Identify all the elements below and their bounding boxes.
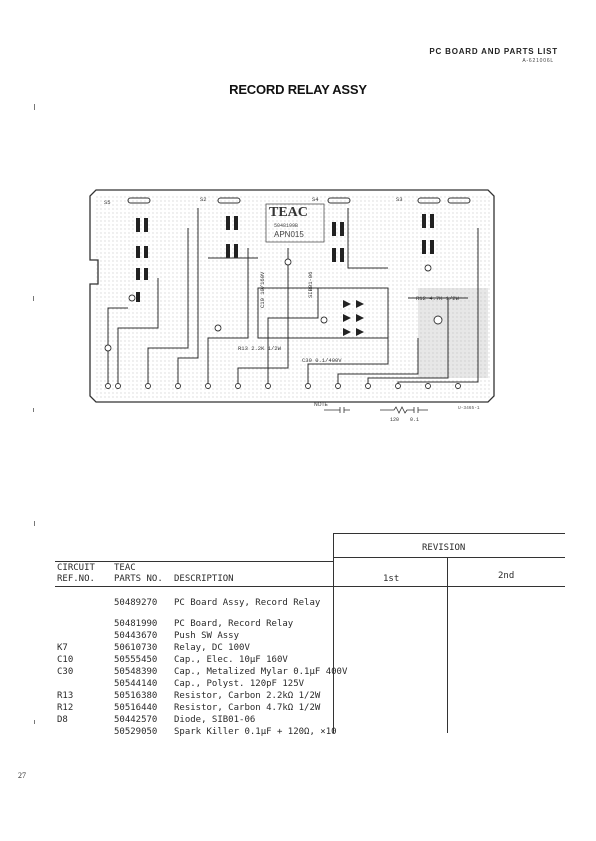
note-value-resistor: 120 [390, 417, 399, 423]
relay-blocks [136, 214, 434, 302]
label-diode: SIB01-06 [307, 272, 314, 298]
margin-mark [34, 104, 35, 110]
switch-contacts [127, 197, 471, 204]
col-description: DESCRIPTION [174, 574, 234, 584]
switch-label-s2: S2 [200, 196, 207, 203]
col-circuit-line1: CIRCUIT [57, 563, 95, 573]
solder-pads [104, 258, 461, 389]
margin-mark [33, 408, 34, 412]
page-number: 27 [18, 771, 26, 780]
margin-mark [34, 521, 35, 526]
diode-array [343, 300, 364, 336]
col-teac-line2: PARTS NO. [114, 574, 163, 584]
table-rule [333, 533, 565, 534]
label-c10: C10 10/160V [259, 271, 266, 308]
label-r13: R13 2.2K 1/2W [238, 345, 282, 352]
margin-mark [34, 720, 35, 724]
board-logo-sub1: 5048199B [274, 223, 298, 229]
table-divider [447, 557, 448, 733]
note-symbol: NOTE 120 0.1 U-3465-1 [314, 402, 480, 423]
traces [107, 208, 479, 386]
board-code: U-3465-1 [458, 405, 480, 411]
col-circuit-line2: REF.NO. [57, 574, 95, 584]
margin-mark [33, 296, 34, 301]
switch-label-s3: S3 [396, 196, 403, 203]
board-logo-sub2: APN015 [274, 230, 304, 239]
table-rule [55, 561, 333, 562]
parts-table: REVISION CIRCUIT REF.NO. TEAC PARTS NO. … [0, 530, 596, 750]
col-teac-line1: TEAC [114, 563, 136, 573]
document-code: A-621006L [522, 58, 554, 64]
col-revision-1st: 1st [383, 574, 400, 584]
label-r12: R12 4.7K 1/2W [416, 295, 460, 302]
board-logo: TEAC [269, 205, 308, 220]
note-value-capacitor: 0.1 [410, 417, 419, 423]
col-revision-2nd: 2nd [498, 571, 515, 581]
section-title: PC BOARD AND PARTS LIST [429, 47, 558, 56]
table-rule [333, 557, 565, 558]
page-title: RECORD RELAY ASSY [229, 82, 367, 97]
label-c30: C30 0.1/400V [302, 357, 342, 364]
shaded-region [418, 288, 488, 378]
table-rule [55, 586, 565, 587]
note-label: NOTE [314, 402, 329, 408]
revision-header: REVISION [422, 543, 466, 553]
pc-board-diagram: TEAC 5048199B APN015 [89, 189, 495, 423]
table-divider [333, 533, 334, 733]
switch-label-s4: S4 [312, 196, 319, 203]
switch-label-s5: S5 [104, 199, 111, 206]
